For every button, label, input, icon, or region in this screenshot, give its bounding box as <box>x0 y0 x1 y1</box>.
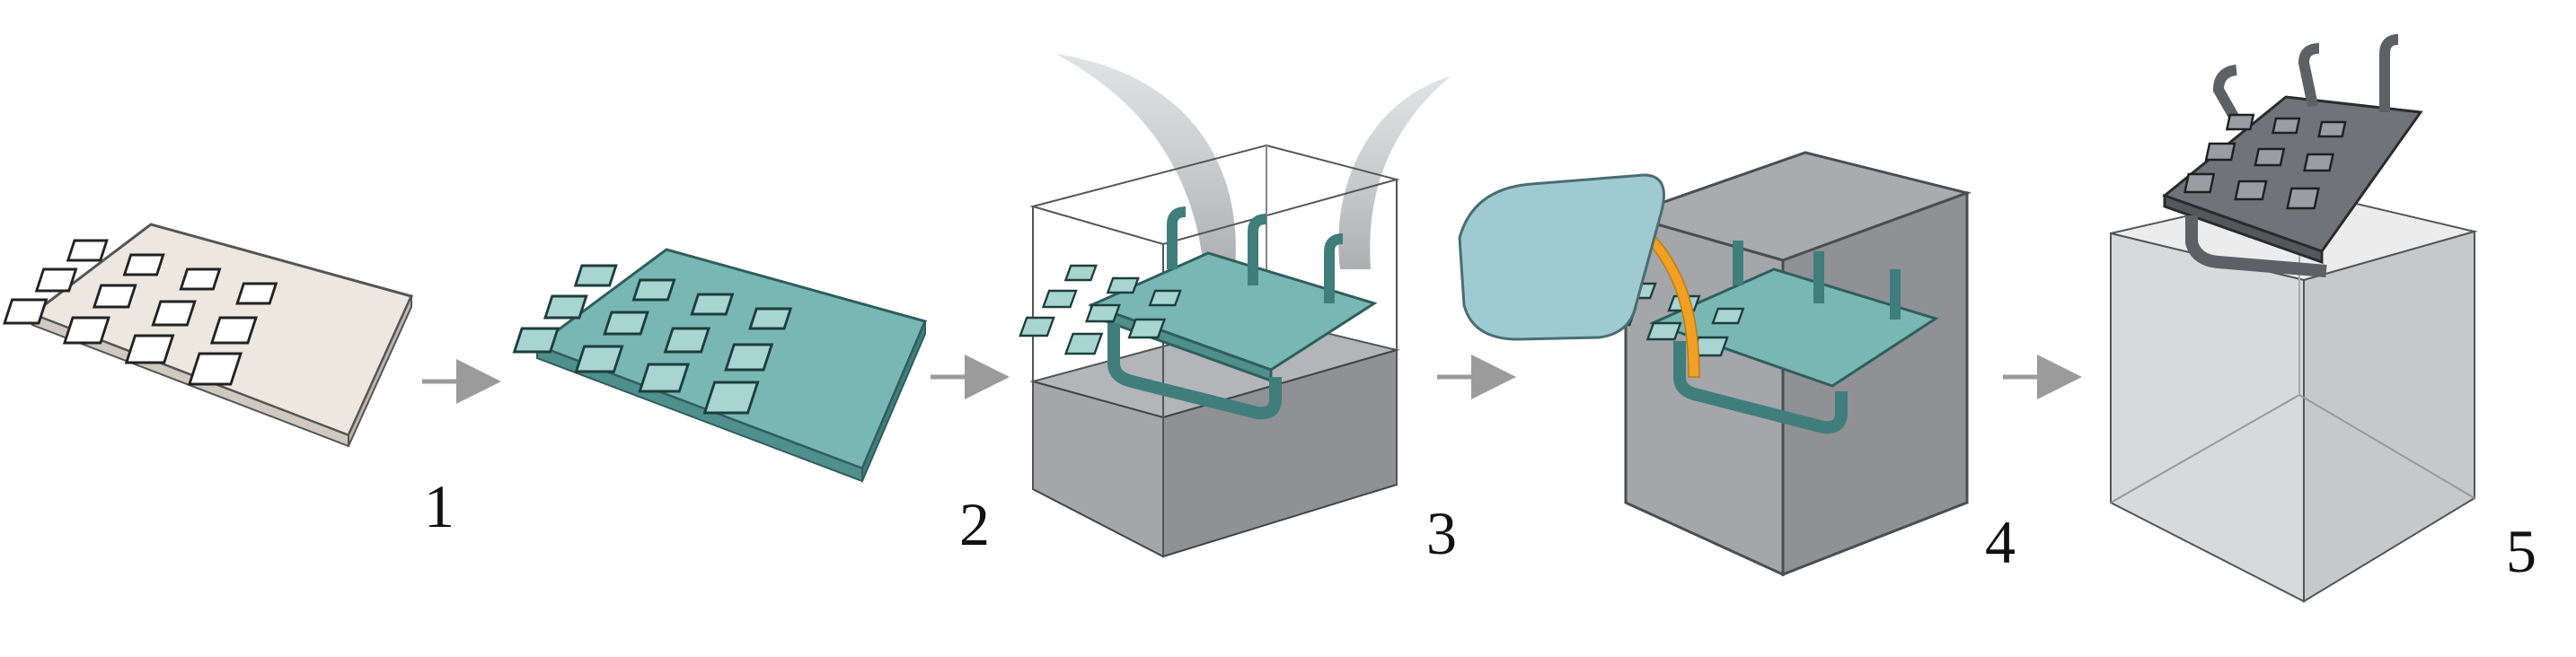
plate-wells <box>512 264 793 415</box>
step-number-4: 4 <box>1985 508 2016 576</box>
stage-2-teal-plate <box>512 248 928 483</box>
stage-3-tank <box>1019 54 1451 558</box>
step-number-5: 5 <box>2506 517 2536 585</box>
step-number-2: 2 <box>959 490 990 558</box>
pour-jug <box>1458 173 1665 341</box>
plate-wells <box>3 239 278 386</box>
step-number-1: 1 <box>424 472 454 540</box>
vapour-plume-right <box>1338 76 1451 269</box>
stage-4-pour <box>1458 151 1972 577</box>
stage-5-cast <box>2110 34 2478 603</box>
vapour-plume-left <box>1055 54 1236 269</box>
pour-stream <box>1633 225 1700 378</box>
stage-1-white-plate <box>3 223 414 448</box>
step-number-3: 3 <box>1426 499 1457 567</box>
